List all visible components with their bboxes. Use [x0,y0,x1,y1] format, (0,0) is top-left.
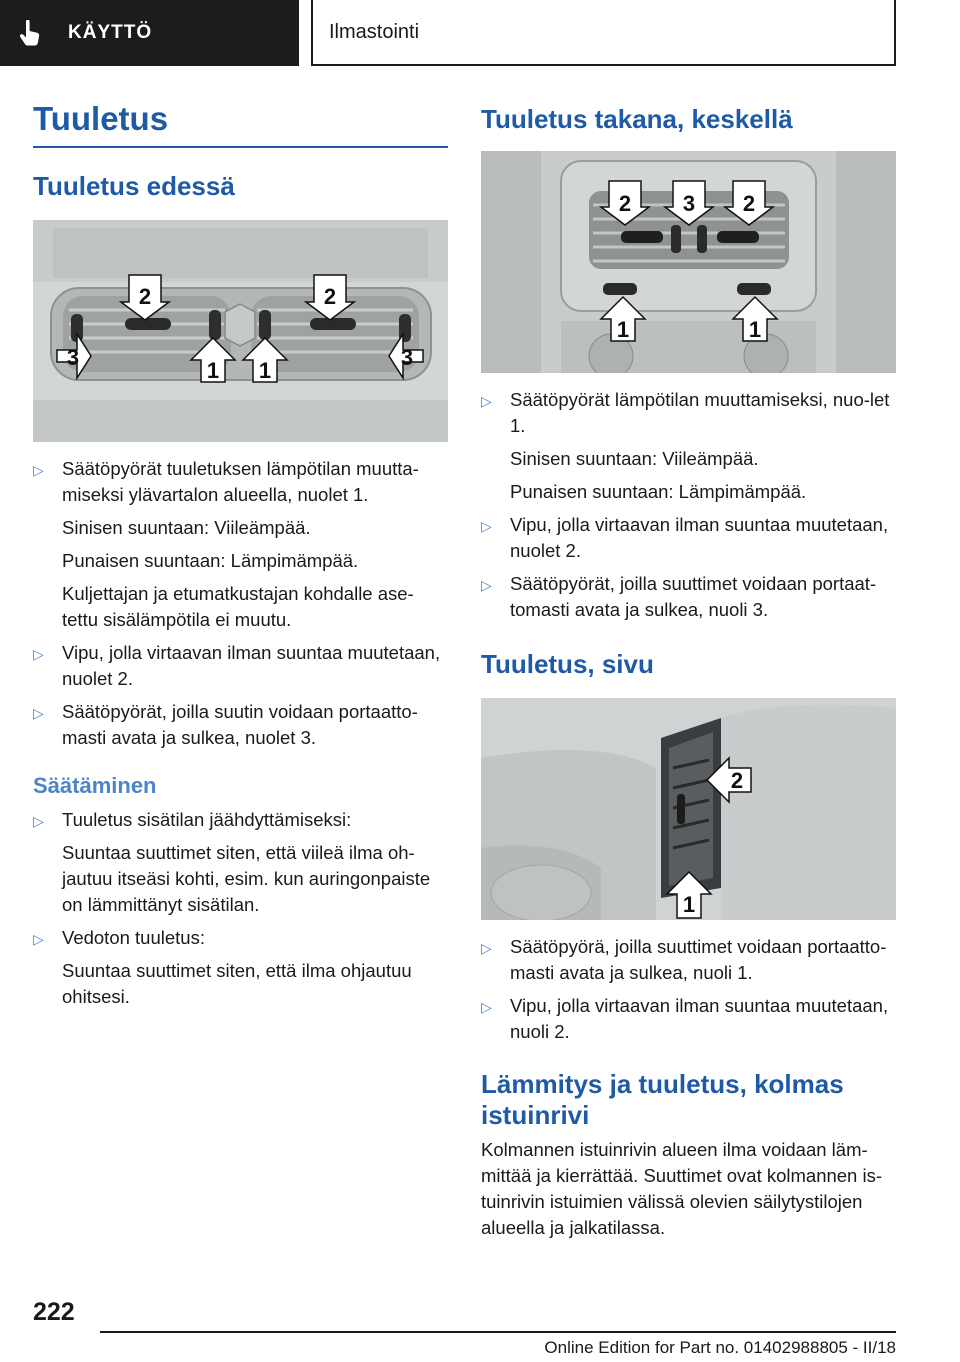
list-item-text: Vipu, jolla virtaavan ilman suuntaa muut… [510,514,889,561]
bullet-triangle-icon: ▷ [481,999,492,1015]
section-heading-rear: Tuuletus takana, keskellä [481,104,793,134]
callout-1-left: 1 [617,317,629,342]
figure-rear-vents: 2 3 2 1 1 [481,151,896,373]
callout-3-right: 3 [401,345,413,370]
section-heading-adjust: Säätäminen [33,773,157,798]
front-vent-list: ▷ Säätöpyörät tuuletuksen lämpötilan muu… [33,456,448,508]
list-item-text: Vedoton tuuletus: [62,927,205,948]
bullet-triangle-icon: ▷ [481,940,492,956]
heading-line: istuinrivi [481,1100,590,1130]
bullet-triangle-icon: ▷ [481,393,492,409]
list-subtext: Kuljettajan ja etumatkustajan kohdalle a… [62,583,414,630]
figure-side-vent: 2 1 [481,698,896,920]
rear-vent-list-cont: ▷ Vipu, jolla virtaavan ilman suuntaa mu… [481,512,896,623]
rear-vent-list: ▷ Säätöpyörät lämpötilan muuttamiseksi, … [481,387,896,439]
hand-pointer-icon [0,20,60,46]
list-item: ▷ Vipu, jolla virtaavan ilman suuntaa mu… [481,993,896,1045]
list-item: ▷ Vipu, jolla virtaavan ilman suuntaa mu… [33,640,448,692]
chapter-title: Ilmastointi [311,0,896,66]
list-subtext: Sinisen suuntaan: Viileämpää. [62,517,311,538]
list-subtext: Sinisen suuntaan: Viileämpää. [510,448,759,469]
bullet-triangle-icon: ▷ [33,462,44,478]
callout-1-right: 1 [749,317,761,342]
list-item: ▷ Tuuletus sisätilan jäähdyttämiseksi: [33,807,448,833]
list-item-text: Säätöpyörät tuuletuksen lämpötilan muutt… [62,458,419,505]
page-number: 222 [33,1298,75,1326]
list-item: ▷ Säätöpyörät, joilla suuttimet voidaan … [481,571,896,623]
callout-2-left: 2 [139,284,151,309]
list-subtext: Suuntaa suuttimet siten, että viileä ilm… [62,842,431,915]
list-item-text: Tuuletus sisätilan jäähdyttämiseksi: [62,809,352,830]
side-vent-list: ▷ Säätöpyörä, joilla suuttimet voidaan p… [481,934,896,1045]
callout-1-right: 1 [259,358,271,383]
list-item: ▷ Säätöpyörät, joilla suutin voidaan por… [33,699,448,751]
section-heading-side: Tuuletus, sivu [481,649,654,679]
left-column: Tuuletus Tuuletus edessä [33,100,448,1017]
bullet-triangle-icon: ▷ [481,577,492,593]
list-item: ▷ Säätöpyörät lämpötilan muuttamiseksi, … [481,387,896,439]
adjust-list: ▷ Tuuletus sisätilan jäähdyttämiseksi: [33,807,448,833]
callout-3: 3 [683,191,695,216]
list-subtext: Punaisen suuntaan: Lämpimämpää. [510,481,807,502]
callout-1-left: 1 [207,358,219,383]
callout-2-right: 2 [324,284,336,309]
list-item-text: Säätöpyörä, joilla suuttimet voidaan por… [510,936,887,983]
third-row-paragraph: Kolmannen istuinrivin alueen ilma voidaa… [481,1139,883,1238]
page-title: Tuuletus [33,100,448,148]
bullet-triangle-icon: ▷ [33,646,44,662]
chapter-title-text: Ilmastointi [329,20,420,43]
callout-2: 2 [731,768,743,793]
callout-2-left: 2 [619,191,631,216]
list-item-text: Säätöpyörät, joilla suuttimet voidaan po… [510,573,877,620]
section-tab-label: KÄYTTÖ [68,22,153,43]
list-subtext: Suuntaa suuttimet siten, että ilma ohjau… [62,960,412,1007]
bullet-triangle-icon: ▷ [33,705,44,721]
list-item-text: Säätöpyörät lämpötilan muuttamiseksi, nu… [510,389,890,436]
callout-3-left: 3 [67,345,79,370]
section-heading-front: Tuuletus edessä [33,171,235,201]
list-item: ▷ Säätöpyörät tuuletuksen lämpötilan muu… [33,456,448,508]
front-vent-list-cont: ▷ Vipu, jolla virtaavan ilman suuntaa mu… [33,640,448,751]
bullet-triangle-icon: ▷ [33,931,44,947]
footer-edition: Online Edition for Part no. 01402988805 … [544,1338,896,1357]
right-column: Tuuletus takana, keskellä [481,104,896,1241]
list-item: ▷ Säätöpyörä, joilla suuttimet voidaan p… [481,934,896,986]
heading-line: Lämmitys ja tuuletus, kolmas [481,1069,844,1099]
bullet-triangle-icon: ▷ [33,813,44,829]
list-item-text: Vipu, jolla virtaavan ilman suuntaa muut… [62,642,441,689]
figure-front-vents: 2 2 3 1 1 3 [33,220,448,442]
list-item-text: Vipu, jolla virtaavan ilman suuntaa muut… [510,995,889,1042]
bullet-triangle-icon: ▷ [481,518,492,534]
section-tab[interactable]: KÄYTTÖ [0,0,299,66]
callout-1: 1 [683,892,695,917]
footer-divider [100,1331,896,1333]
list-item-text: Säätöpyörät, joilla suutin voidaan porta… [62,701,418,748]
callout-2-right: 2 [743,191,755,216]
list-item: ▷ Vedoton tuuletus: [33,925,448,951]
adjust-list-cont: ▷ Vedoton tuuletus: [33,925,448,951]
list-item: ▷ Vipu, jolla virtaavan ilman suuntaa mu… [481,512,896,564]
section-heading-third-row: Lämmitys ja tuuletus, kolmas istuinrivi [481,1069,896,1131]
list-subtext: Punaisen suuntaan: Lämpimämpää. [62,550,359,571]
